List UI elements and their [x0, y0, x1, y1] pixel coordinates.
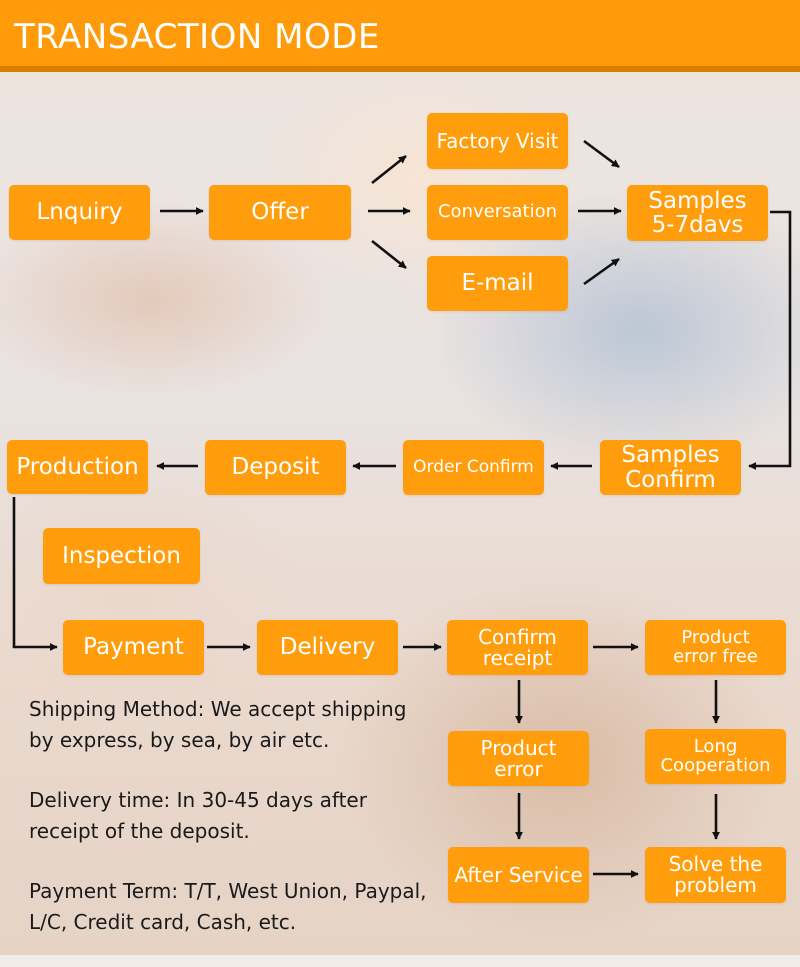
shipping-method-text: Shipping Method: We accept shipping by e… [29, 697, 407, 752]
arrow-offer-email [371, 239, 407, 270]
step-product-error-free-line1: Product [681, 626, 750, 648]
step-production-label: Production [16, 453, 139, 480]
step-conversation-label: Conversation [437, 201, 557, 223]
step-solve-problem-line2: problem [674, 873, 757, 897]
page-title: TRANSACTION MODE [14, 17, 380, 57]
step-inspection-label: Inspection [62, 542, 181, 569]
step-offer: Offer [209, 185, 351, 240]
step-samples-confirm-line2: Confirm [625, 466, 716, 493]
step-samples-line2: 5-7davs [651, 212, 744, 238]
step-payment-label: Payment [83, 634, 184, 661]
step-delivery-label: Delivery [279, 634, 376, 661]
step-deposit: Deposit [205, 440, 346, 495]
step-after-service: After Service [448, 847, 589, 903]
step-samples-line1: Samples [648, 187, 747, 214]
arrow-email-samples [583, 257, 620, 286]
step-order-confirm-label: Order Confirm [413, 456, 534, 477]
delivery-time-text: Delivery time: In 30-45 days after recei… [29, 788, 367, 843]
step-offer-label: Offer [251, 199, 309, 226]
arrow-factory-samples [583, 139, 620, 169]
step-confirm-receipt-line1: Confirm [478, 624, 557, 649]
step-product-error-free: Product error free [645, 620, 786, 675]
terms-notes: Shipping Method: We accept shipping by e… [29, 694, 429, 967]
step-solve-problem: Solve the problem [645, 847, 786, 903]
step-email: E-mail [427, 256, 568, 311]
step-long-cooperation-line2: Cooperation [660, 754, 771, 776]
step-samples-confirm: Samples Confirm [600, 440, 741, 495]
step-inquiry-label: Lnquiry [36, 199, 123, 226]
arrow-samples-samplesconfirm [748, 210, 792, 470]
step-product-error-line2: error [494, 756, 543, 781]
arrow-offer-factory [371, 154, 407, 185]
step-email-label: E-mail [461, 270, 534, 297]
step-payment: Payment [63, 620, 204, 675]
step-confirm-receipt-line2: receipt [482, 645, 553, 670]
step-long-cooperation-line1: Long [693, 735, 738, 757]
step-samples: Samples 5-7davs [627, 185, 768, 241]
step-factory-visit: Factory Visit [427, 113, 568, 169]
payment-term-text: Payment Term: T/T, West Union, Paypal, L… [29, 879, 427, 934]
step-product-error: Product error [448, 731, 589, 786]
step-production: Production [7, 440, 148, 494]
header-banner: TRANSACTION MODE [0, 0, 800, 72]
step-product-error-line1: Product [480, 735, 557, 760]
step-confirm-receipt: Confirm receipt [447, 620, 588, 675]
step-after-service-label: After Service [454, 862, 583, 887]
step-long-cooperation: Long Cooperation [645, 729, 786, 784]
step-solve-problem-line1: Solve the [668, 852, 763, 876]
step-inquiry: Lnquiry [9, 185, 150, 240]
step-delivery: Delivery [257, 620, 398, 675]
step-inspection: Inspection [43, 528, 200, 584]
step-conversation: Conversation [427, 185, 568, 240]
step-product-error-free-line2: error free [673, 645, 758, 667]
step-order-confirm: Order Confirm [403, 440, 544, 495]
step-deposit-label: Deposit [231, 454, 320, 481]
step-samples-confirm-line1: Samples [621, 442, 720, 469]
step-factory-visit-label: Factory Visit [436, 128, 559, 153]
arrow-production-payment [12, 497, 58, 651]
